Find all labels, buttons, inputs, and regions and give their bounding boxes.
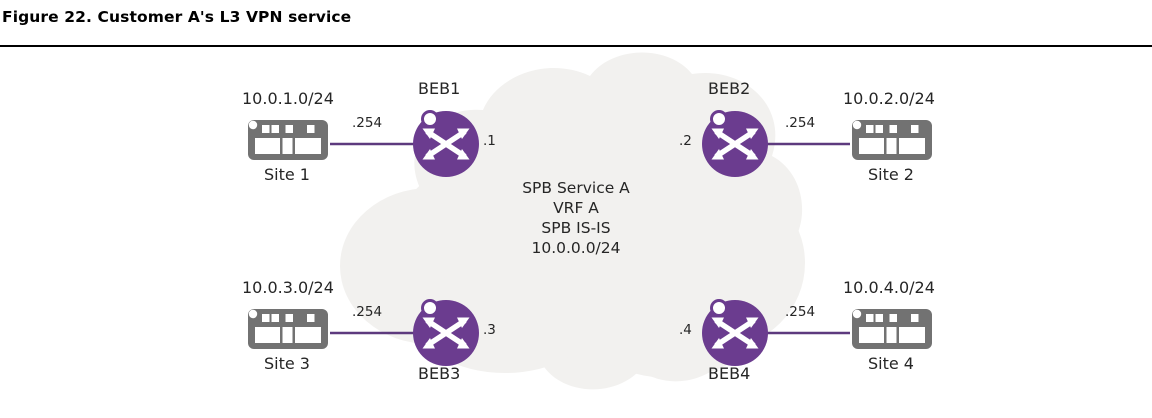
interface-label-site4-gateway: .254 xyxy=(785,304,816,320)
cloud-line-service: SPB Service A xyxy=(522,179,630,197)
router-icon-beb3[interactable] xyxy=(413,299,479,366)
router-icon-beb1[interactable] xyxy=(413,110,479,177)
host-address-beb1: .1 xyxy=(483,133,496,149)
router-icon-beb4[interactable] xyxy=(702,299,768,366)
site-label-site3: Site 3 xyxy=(264,354,310,373)
switch-icon-site3[interactable] xyxy=(248,309,328,349)
spb-network-cloud xyxy=(340,52,805,390)
router-label-beb4: BEB4 xyxy=(708,364,751,383)
interface-label-site1-gateway: .254 xyxy=(352,115,383,131)
figure-title: Figure 22. Customer A's L3 VPN service xyxy=(2,8,352,26)
subnet-label-site2: 10.0.2.0/24 xyxy=(843,89,935,108)
switch-icon-site2[interactable] xyxy=(852,120,932,160)
interface-label-site3-gateway: .254 xyxy=(352,304,383,320)
cloud-line-subnet: 10.0.0.0/24 xyxy=(531,239,621,258)
site-label-site4: Site 4 xyxy=(868,354,914,373)
figure-divider-rule xyxy=(0,45,1152,47)
host-address-beb3: .3 xyxy=(483,322,496,338)
switch-icon-site1[interactable] xyxy=(248,120,328,160)
router-label-beb1: BEB1 xyxy=(418,79,461,98)
router-icon-beb2[interactable] xyxy=(702,110,768,177)
cloud-line-vrf: VRF A xyxy=(553,199,599,218)
cloud-service-text: SPB Service A VRF A SPB IS-IS 10.0.0.0/2… xyxy=(476,178,676,259)
host-address-beb2: .2 xyxy=(679,133,692,149)
site-label-site1: Site 1 xyxy=(264,165,310,184)
router-label-beb3: BEB3 xyxy=(418,364,461,383)
host-address-beb4: .4 xyxy=(679,322,692,338)
switch-icon-site4[interactable] xyxy=(852,309,932,349)
cloud-line-protocol: SPB IS-IS xyxy=(541,219,611,238)
router-label-beb2: BEB2 xyxy=(708,79,751,98)
site-label-site2: Site 2 xyxy=(868,165,914,184)
interface-label-site2-gateway: .254 xyxy=(785,115,816,131)
network-diagram: SPB Service A VRF A SPB IS-IS 10.0.0.0/2… xyxy=(0,48,1152,418)
subnet-label-site4: 10.0.4.0/24 xyxy=(843,278,935,297)
subnet-label-site3: 10.0.3.0/24 xyxy=(242,278,334,297)
subnet-label-site1: 10.0.1.0/24 xyxy=(242,89,334,108)
